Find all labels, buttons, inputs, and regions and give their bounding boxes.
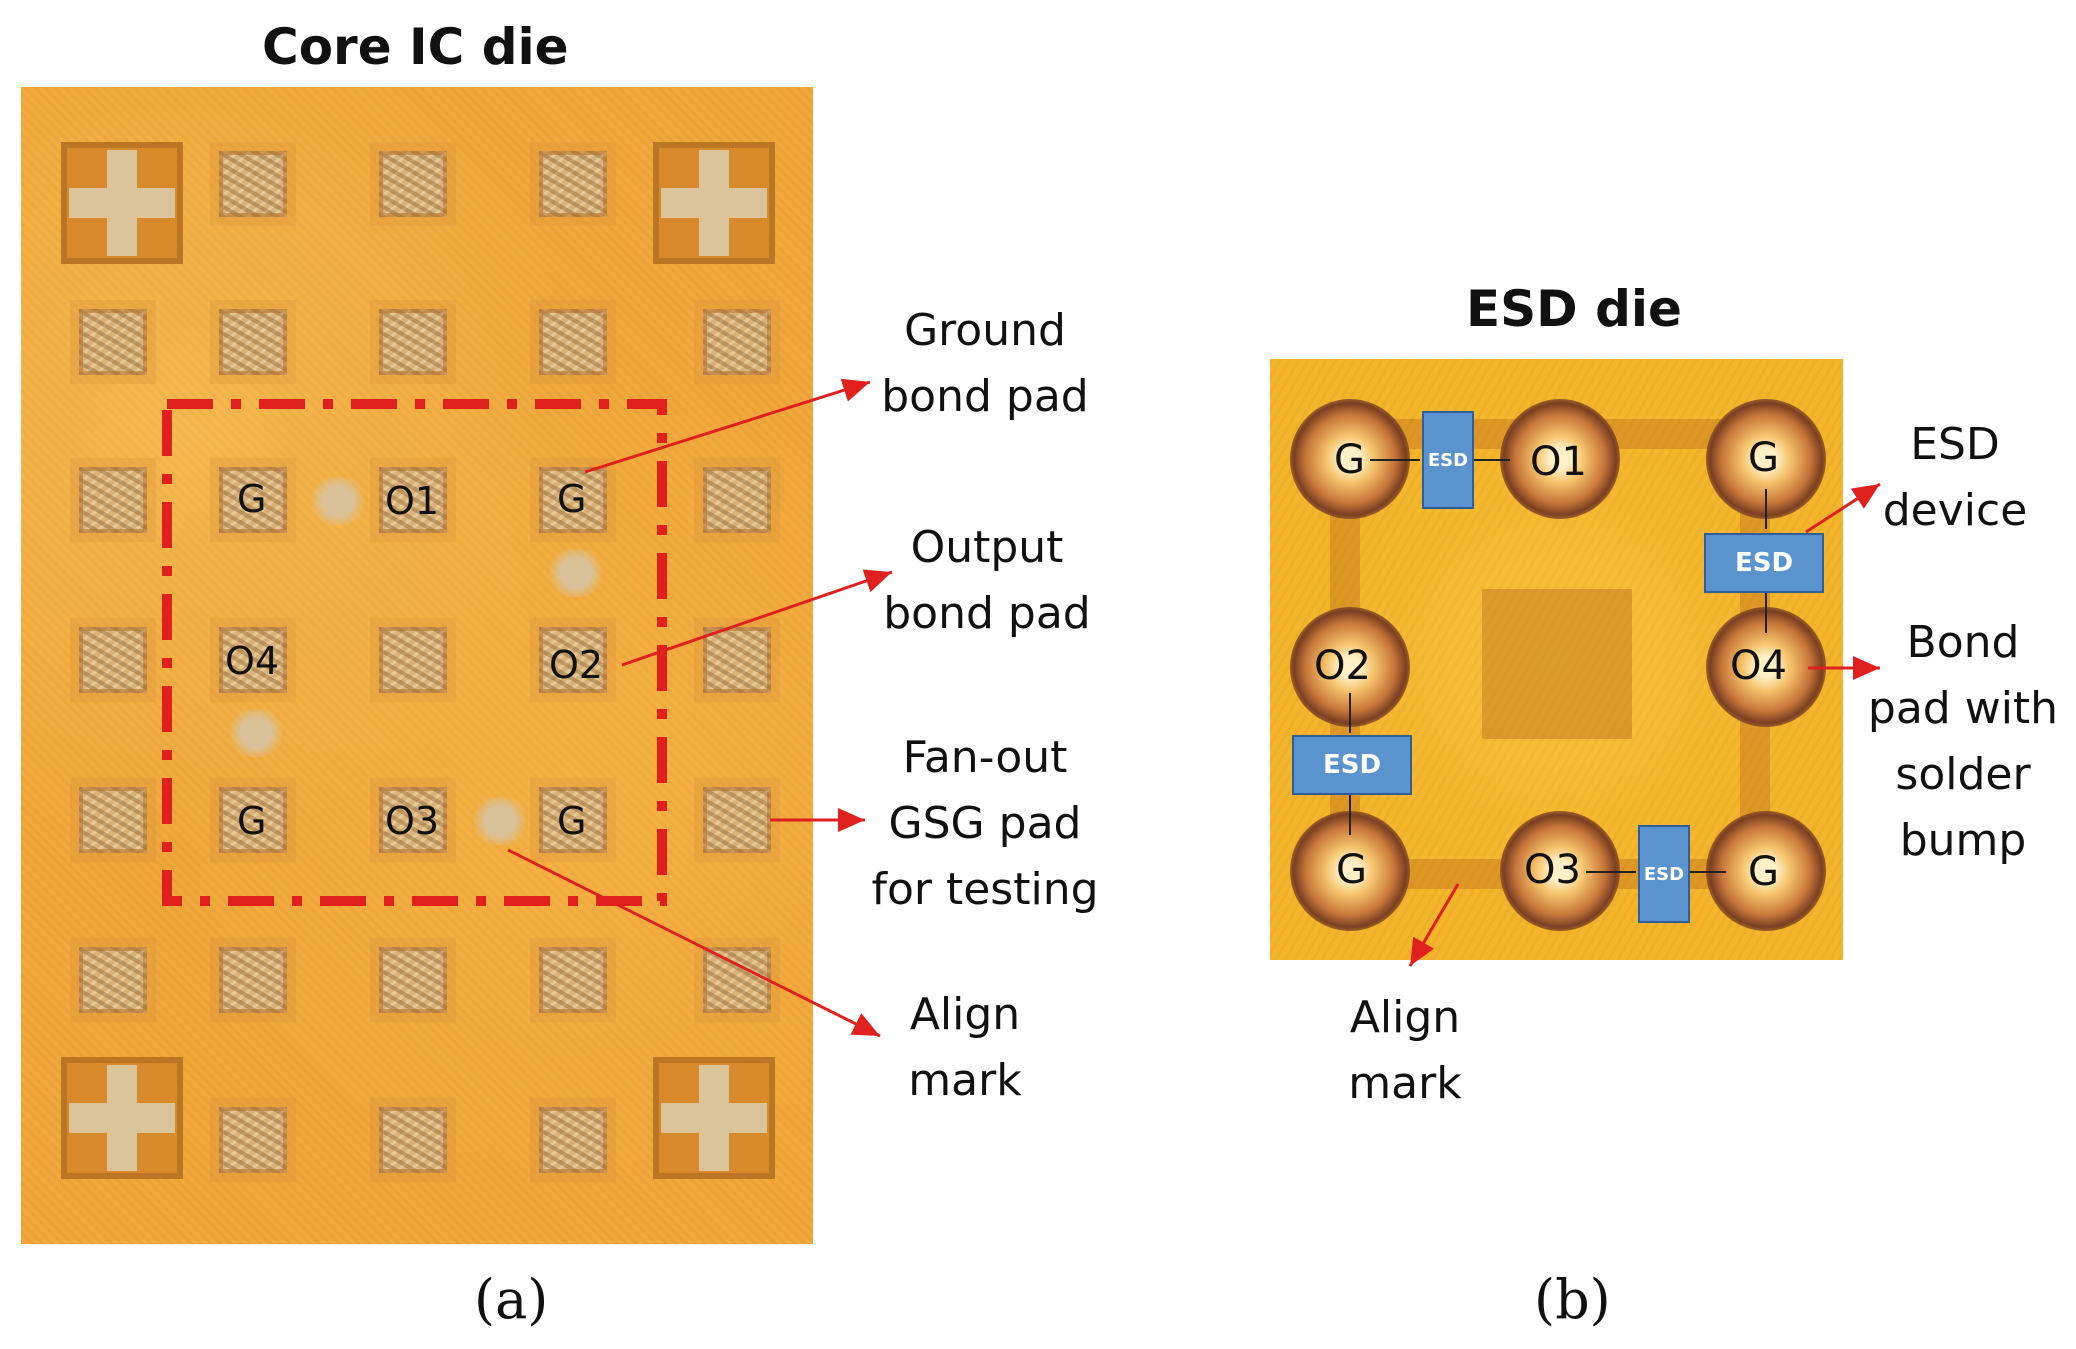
corner-align-pad [61,1057,183,1179]
bond-pad [539,151,607,217]
bond-pad [79,947,147,1013]
esd-device: ESD [1422,411,1474,509]
bond-pad [539,309,607,375]
label-fan-out-gsg-pad: Fan-out GSG pad for testing [871,732,1099,915]
bond-pad [79,787,147,853]
corner-align-pad [61,142,183,264]
pad-label-g: G [237,477,267,521]
bond-pad [379,947,447,1013]
caption-a: (a) [474,1268,549,1331]
pad-label-o3: O3 [385,799,440,843]
bond-pad [379,309,447,375]
pad-label-o4: O4 [225,639,280,683]
wire [1349,693,1351,733]
label-esd-device: ESD device [1882,419,2028,536]
arrow-ground-bond-pad [584,378,871,474]
pad-label-o1: O1 [385,479,440,523]
arrow-align-mark [507,848,881,1038]
bond-pad [703,627,771,693]
wire [1765,489,1767,529]
ground-bond-pad [219,787,287,853]
pad-label-g: G [557,799,587,843]
bond-pad [379,627,447,693]
bond-pad [79,627,147,693]
ground-bond-pad [219,467,287,533]
corner-align-pad [653,1057,775,1179]
label-align-mark-esd: Align mark [1348,992,1462,1109]
label-align-mark: Align mark [908,989,1022,1106]
bond-pad [379,1107,447,1173]
bond-pad [539,1107,607,1173]
ground-bond-pad [539,467,607,533]
output-bond-pad [379,787,447,853]
bond-pad [79,309,147,375]
esd-device: ESD [1292,735,1412,795]
align-mark [311,477,365,525]
output-bond-pad [539,627,607,693]
bond-pad [219,309,287,375]
arrow-output-bond-pad [621,569,893,667]
align-mark [549,549,603,597]
pad-label-o4: O4 [1730,643,1787,689]
ground-bond-pad [539,787,607,853]
esd-die-title: ESD die [1466,280,1682,338]
wire [1349,795,1351,835]
arrow-align-mark-esd [1408,883,1460,967]
pad-label-o2: O2 [549,643,604,687]
bond-pad [379,151,447,217]
bond-pad [219,151,287,217]
wire [1586,871,1636,873]
caption-b: (b) [1534,1268,1611,1331]
bond-pad [703,947,771,1013]
solder-bump [1500,399,1620,519]
wire [1470,459,1510,461]
bond-pad [79,467,147,533]
pad-label-o2: O2 [1314,643,1371,689]
bond-pad [703,467,771,533]
output-bond-pad [379,467,447,533]
bond-pad [219,947,287,1013]
core-ic-die-image: G O1 G O4 O2 G O3 G [21,87,813,1244]
pad-label-g: G [1748,849,1779,895]
wire [1370,459,1420,461]
bond-pad [539,947,607,1013]
pad-label-g: G [237,799,267,843]
align-mark [229,709,283,757]
esd-device: ESD [1638,825,1690,923]
align-mark [473,797,527,845]
fan-out-gsg-pad [703,787,771,853]
bond-pad [219,1107,287,1173]
center-pad [1482,589,1632,739]
label-bond-pad-solder-bump: Bond pad with solder bump [1867,617,2059,866]
label-ground-bond-pad: Ground bond pad [881,305,1089,422]
pad-label-g: G [1334,437,1365,483]
label-output-bond-pad: Output bond pad [883,522,1091,639]
pad-label-g: G [557,477,587,521]
solder-bump [1706,811,1826,931]
wire [1686,871,1726,873]
pad-label-o3: O3 [1524,847,1581,893]
esd-die-image: ESD ESD ESD ESD G O1 G O2 O4 G O3 G [1270,359,1843,960]
corner-align-pad [653,142,775,264]
bond-pad [703,309,771,375]
core-ic-die-title: Core IC die [262,18,569,76]
output-bond-pad [219,627,287,693]
pad-label-g: G [1748,435,1779,481]
esd-device: ESD [1704,533,1824,593]
arrow-esd-device [1805,482,1881,534]
pad-label-g: G [1336,847,1367,893]
pad-label-o1: O1 [1530,439,1587,485]
wire [1765,593,1767,633]
